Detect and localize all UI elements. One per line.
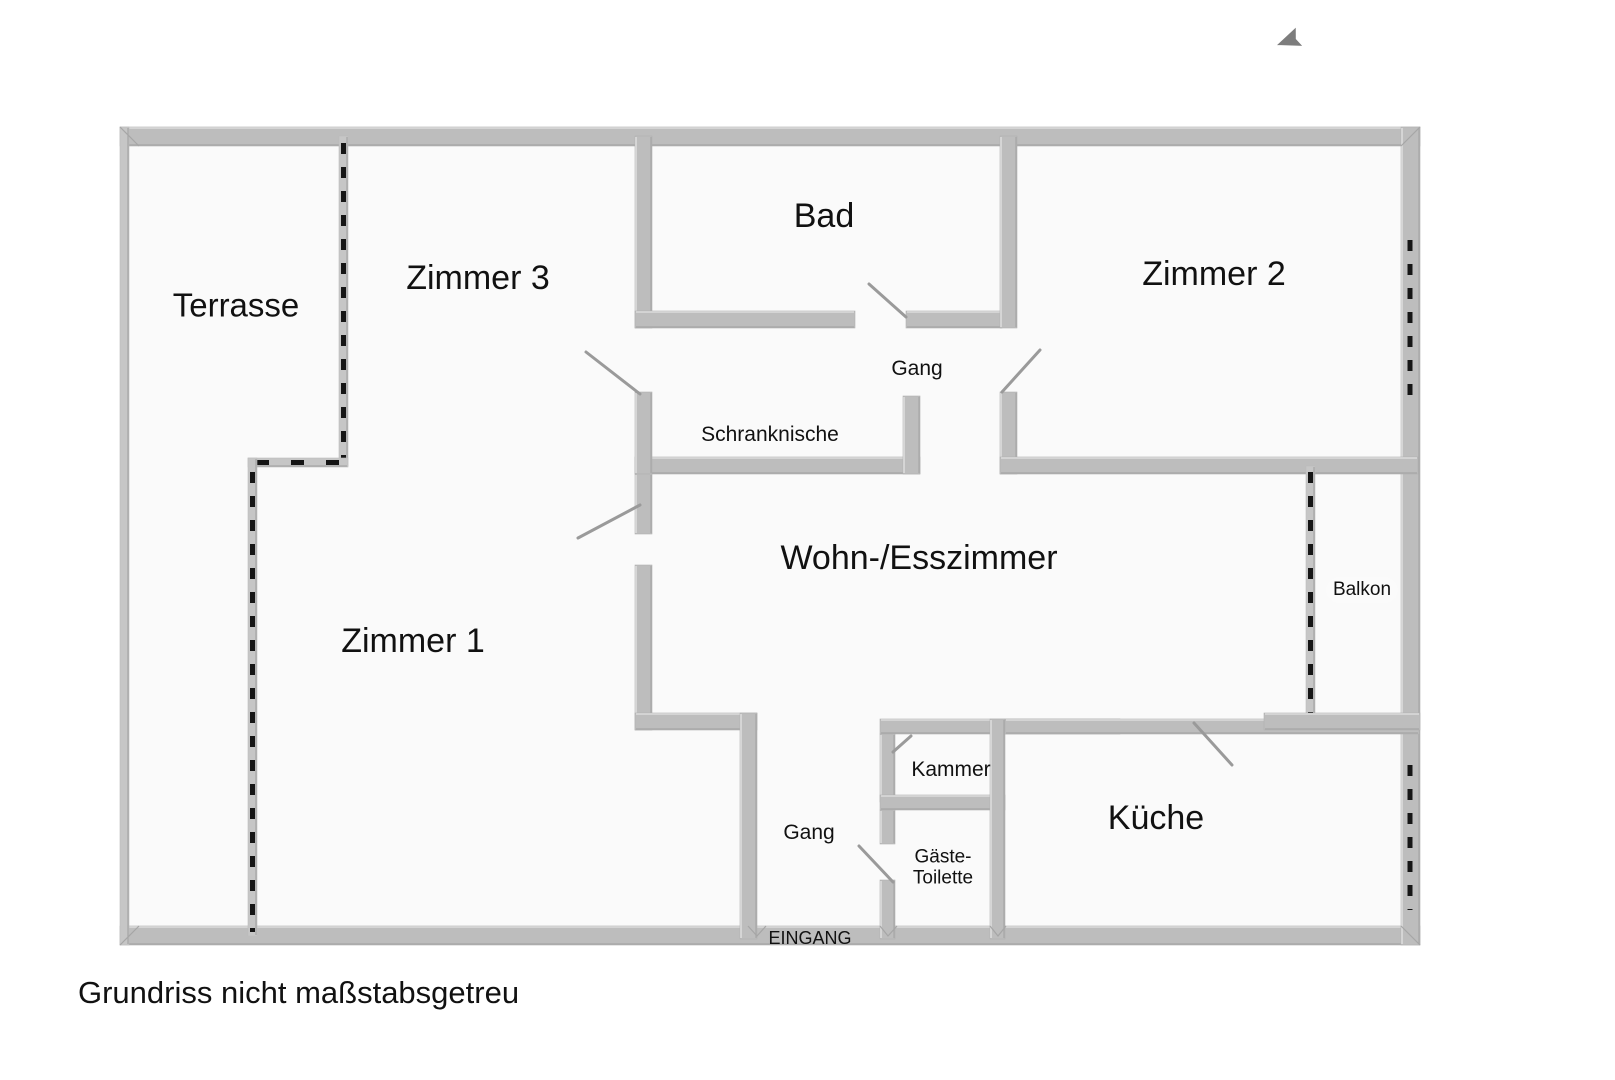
interior-walls-upper [338,135,1419,535]
outer-walls [119,126,1421,946]
interior-walls-lower [247,457,1421,940]
plan-caption: Grundriss nicht maßstabsgetreu [78,975,520,1010]
floor-fills [120,127,1420,945]
entrance-notches [747,925,1007,937]
room-label-balkon: Balkon [1325,577,1399,603]
door-swings [576,282,1234,884]
